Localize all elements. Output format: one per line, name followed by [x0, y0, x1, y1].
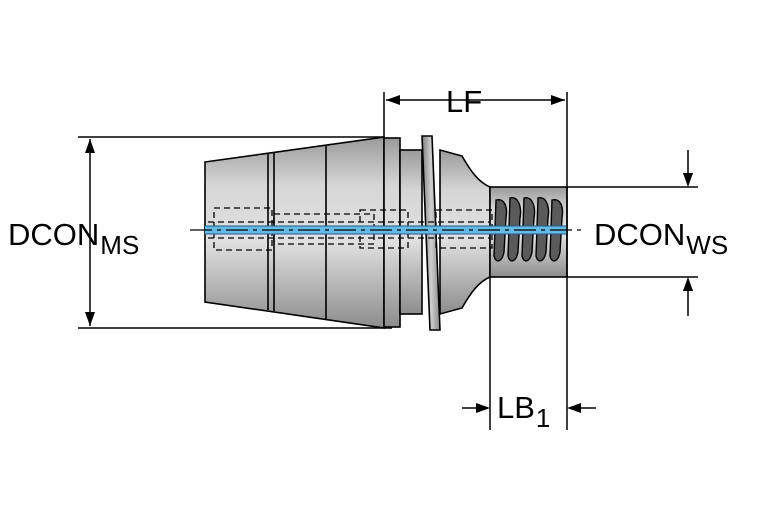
- dimension-lf: [383, 92, 568, 430]
- dimension-dcon-ws: [567, 150, 698, 316]
- label-dcon-ms-sub: MS: [100, 230, 140, 261]
- label-dcon-ms: DCONMS: [8, 219, 139, 258]
- label-lf: LF: [446, 86, 482, 117]
- dimension-lb1: [462, 277, 596, 430]
- label-lb1-main: LB: [497, 390, 535, 425]
- label-lf-text: LF: [446, 84, 483, 119]
- label-dcon-ws-main: DCON: [594, 217, 686, 252]
- label-dcon-ms-main: DCON: [8, 217, 100, 252]
- label-dcon-ws-sub: WS: [686, 230, 729, 261]
- label-lb1: LB1: [497, 392, 550, 431]
- label-lb1-sub: 1: [535, 403, 551, 434]
- dimension-dcon-ms: [78, 136, 392, 329]
- label-dcon-ws: DCONWS: [594, 219, 728, 258]
